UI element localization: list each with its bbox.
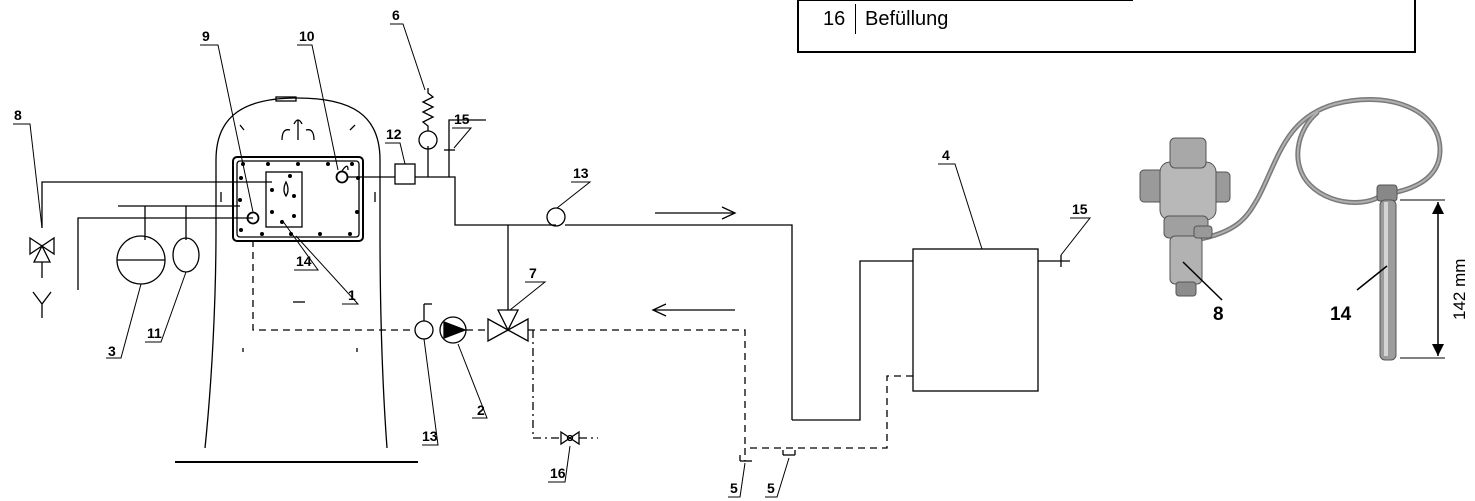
callout-11: 11	[147, 325, 162, 341]
fill-valve	[560, 430, 580, 446]
photo-label-valve: 8	[1213, 304, 1224, 325]
thermometer-13b	[414, 320, 434, 340]
callout-13b: 13	[422, 428, 438, 444]
callout-9: 9	[202, 28, 210, 44]
callout-1: 1	[348, 287, 356, 303]
callout-3: 3	[108, 343, 116, 359]
safety-valve	[29, 236, 55, 256]
legend-divider	[799, 0, 1133, 1]
callout-2: 2	[477, 402, 485, 418]
callout-16: 16	[550, 465, 566, 481]
callout-10: 10	[299, 28, 315, 44]
storage-tank	[912, 248, 1039, 392]
callout-4: 4	[942, 147, 950, 163]
callout-15b: 15	[1072, 201, 1088, 217]
callout-6: 6	[392, 7, 400, 23]
callout-8: 8	[14, 107, 22, 123]
callout-15a: 15	[454, 111, 470, 127]
legend-text: Befüllung	[865, 8, 949, 30]
legend-table: 16 Befüllung	[797, 0, 1416, 53]
callout-12: 12	[386, 126, 402, 142]
boiler-body	[204, 97, 388, 449]
component-12	[394, 163, 416, 185]
legend-column-separator	[855, 4, 856, 34]
callout-5a: 5	[730, 480, 738, 496]
thermometer-13a	[546, 207, 566, 227]
callout-7: 7	[529, 265, 537, 281]
dimension-label: 142 mm	[1450, 259, 1469, 320]
callout-5b: 5	[767, 480, 775, 496]
photo-label-sensor: 14	[1330, 304, 1352, 325]
control-panel	[232, 156, 364, 242]
sensor-panel	[265, 171, 303, 228]
product-photo	[1139, 97, 1445, 361]
vessel-11	[172, 237, 200, 273]
callout-13a: 13	[573, 165, 589, 181]
callout-14: 14	[296, 253, 312, 269]
legend-number: 16	[823, 8, 846, 30]
